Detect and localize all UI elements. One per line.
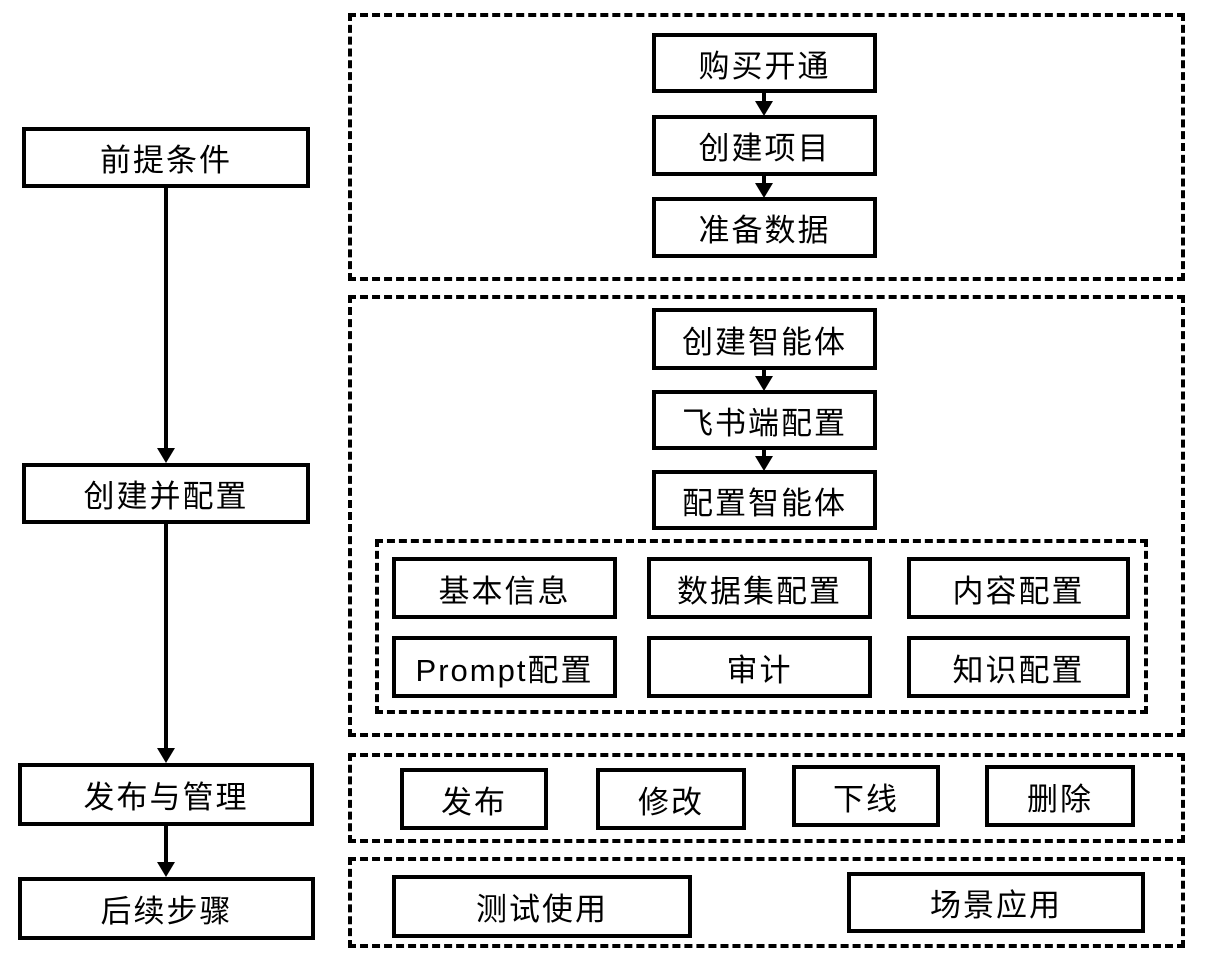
stage-prerequisites: 前提条件 [22, 127, 310, 188]
config-audit: 审计 [647, 636, 872, 698]
stage-next-steps-label: 后续步骤 [100, 894, 233, 929]
arrow-shaft [762, 450, 766, 459]
arrow-publish-to-next [155, 826, 177, 877]
arrow-agent-to-feishu [753, 370, 775, 391]
arrow-purchase-to-project [753, 93, 775, 116]
arrow-head [755, 101, 773, 116]
config-dataset-label: 数据集配置 [677, 573, 842, 609]
arrow-head [755, 456, 773, 471]
config-audit-label: 审计 [726, 652, 793, 688]
arrow-prerequisites-to-create [155, 188, 177, 463]
arrow-project-to-data [753, 176, 775, 198]
action-offline-label: 下线 [833, 781, 899, 817]
config-knowledge: 知识配置 [907, 636, 1130, 698]
step-configure-agent-label: 配置智能体 [682, 485, 847, 521]
arrow-shaft [164, 188, 168, 451]
next-test-use: 测试使用 [392, 875, 692, 938]
stage-next-steps: 后续步骤 [18, 877, 315, 940]
step-create-project-label: 创建项目 [698, 131, 831, 166]
config-prompt: Prompt配置 [392, 636, 617, 698]
config-dataset: 数据集配置 [647, 557, 872, 619]
arrow-feishu-to-configure [753, 450, 775, 471]
step-purchase-activate-label: 购买开通 [698, 48, 831, 84]
arrow-head [157, 748, 175, 763]
step-configure-agent: 配置智能体 [652, 470, 877, 530]
arrow-shaft [164, 826, 168, 865]
arrow-head [157, 448, 175, 463]
action-delete-label: 删除 [1027, 781, 1093, 817]
stage-publish-manage-label: 发布与管理 [83, 780, 249, 815]
stage-create-configure: 创建并配置 [22, 463, 310, 524]
stage-prerequisites-label: 前提条件 [100, 143, 232, 178]
arrow-head [157, 862, 175, 877]
next-scenario-apply-label: 场景应用 [930, 888, 1062, 923]
arrow-shaft [762, 93, 766, 104]
config-content-label: 内容配置 [952, 573, 1085, 609]
arrow-head [755, 376, 773, 391]
config-basic-info: 基本信息 [392, 557, 617, 619]
config-content: 内容配置 [907, 557, 1130, 619]
config-basic-info-label: 基本信息 [438, 573, 571, 609]
arrow-shaft [164, 524, 168, 751]
config-knowledge-label: 知识配置 [952, 652, 1085, 688]
action-delete: 删除 [985, 765, 1135, 827]
action-modify: 修改 [596, 768, 746, 830]
step-purchase-activate: 购买开通 [652, 33, 877, 93]
arrow-shaft [762, 370, 766, 379]
action-publish-label: 发布 [441, 784, 507, 820]
step-prepare-data: 准备数据 [652, 197, 877, 258]
step-prepare-data-label: 准备数据 [698, 213, 831, 248]
next-test-use-label: 测试使用 [476, 892, 608, 927]
stage-create-configure-label: 创建并配置 [83, 479, 249, 514]
action-modify-label: 修改 [638, 784, 704, 820]
stage-publish-manage: 发布与管理 [18, 763, 314, 826]
step-create-agent: 创建智能体 [652, 308, 877, 370]
action-offline: 下线 [792, 765, 940, 827]
step-create-project: 创建项目 [652, 115, 877, 176]
next-scenario-apply: 场景应用 [847, 872, 1145, 933]
step-feishu-config-label: 飞书端配置 [682, 405, 847, 441]
step-feishu-config: 飞书端配置 [652, 390, 877, 450]
config-prompt-label: Prompt配置 [415, 652, 594, 688]
arrow-head [755, 183, 773, 198]
arrow-create-to-publish [155, 524, 177, 763]
step-create-agent-label: 创建智能体 [682, 324, 847, 360]
action-publish: 发布 [400, 768, 548, 830]
arrow-shaft [762, 176, 766, 186]
